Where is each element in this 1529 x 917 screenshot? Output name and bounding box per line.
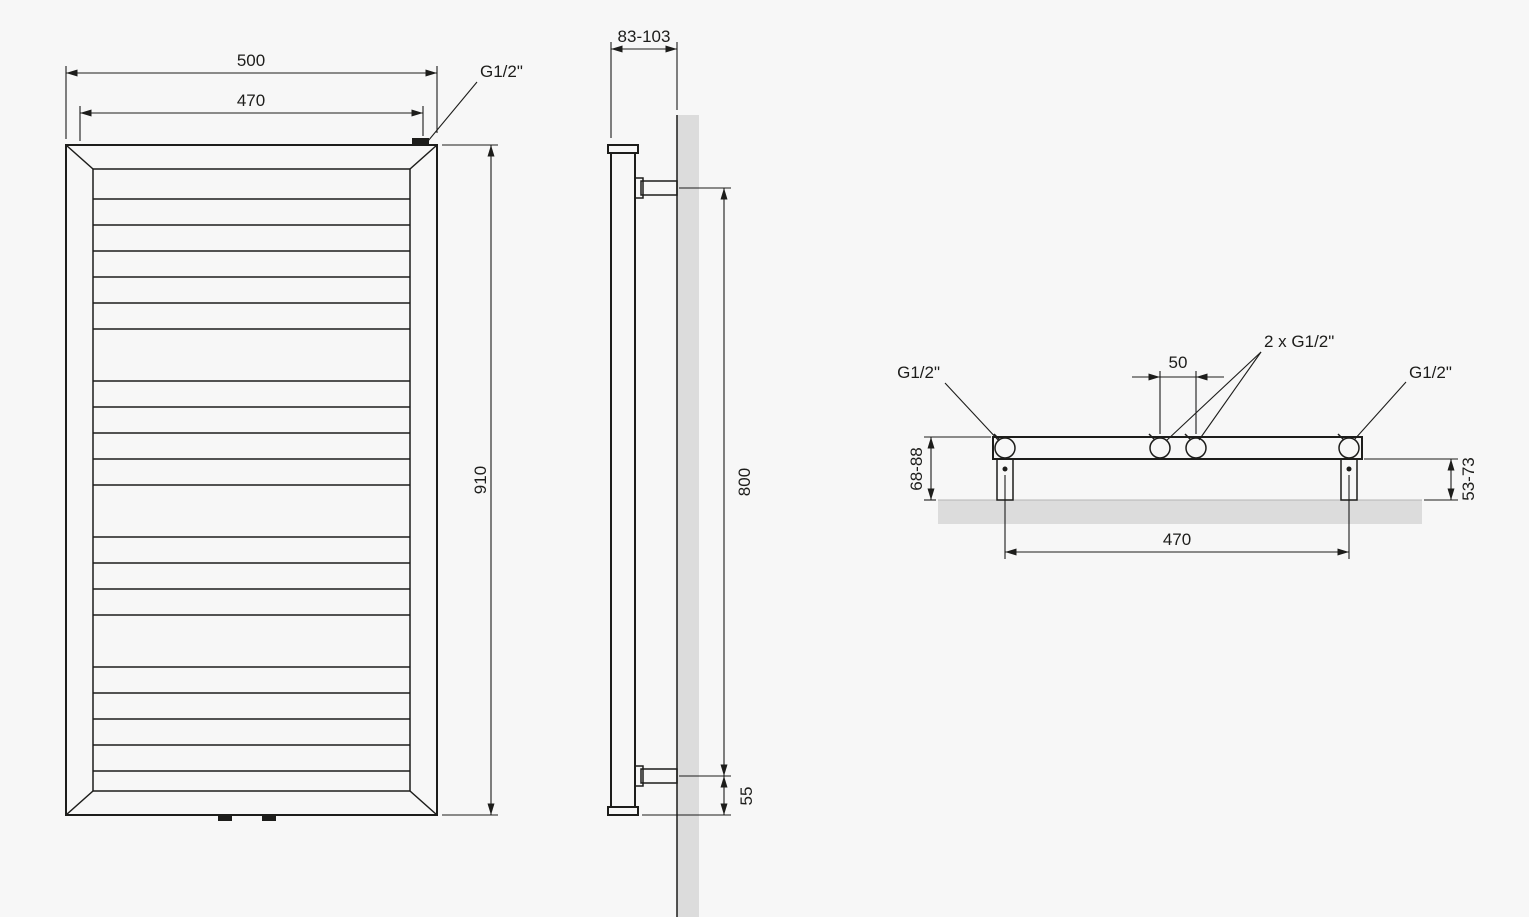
side-view: 83-103 800 55 — [607, 27, 756, 917]
bracket-hole — [1346, 466, 1352, 472]
plan-connection-callout-right: G1/2" — [1353, 363, 1452, 441]
dim-wall-front: 68-88 — [907, 436, 991, 501]
bracket-plate — [634, 177, 644, 199]
foot-right — [262, 815, 276, 821]
bracket-arm — [640, 768, 678, 784]
dim-wall-back: 53-73 — [1364, 457, 1478, 501]
dim-label-depth: 83-103 — [618, 27, 671, 46]
dim-label-bracket-spacing: 470 — [1163, 530, 1191, 549]
front-view: 500 470 G1/2" 910 — [65, 51, 523, 821]
connection-tick — [1337, 433, 1345, 441]
connection-nub — [412, 138, 429, 145]
leader-line — [1198, 351, 1262, 441]
dim-label-bottom-offset: 55 — [737, 787, 756, 806]
connection-circle — [1338, 437, 1360, 459]
plan-connection-callout-left: G1/2" — [897, 363, 1000, 442]
dim-bottom-offset: 55 — [642, 776, 756, 816]
bevel-bottom-left — [65, 790, 94, 816]
wall-band — [938, 500, 1422, 524]
connection-tick — [1148, 433, 1156, 441]
connection-circle — [1185, 437, 1207, 459]
connection-tick — [1184, 433, 1192, 441]
front-connection-callout: G1/2" — [427, 62, 523, 142]
dim-label-connection-spacing: 470 — [237, 91, 265, 110]
profile-top-cap — [607, 144, 639, 154]
leader-line — [427, 81, 478, 142]
leader-line — [944, 382, 1000, 442]
front-slats — [93, 198, 410, 772]
dim-depth: 83-103 — [610, 27, 678, 138]
radiator-plan-body — [992, 436, 1363, 460]
profile-bottom-cap — [607, 806, 639, 816]
bevel-top-left — [65, 144, 94, 170]
dim-label-wall-back: 53-73 — [1459, 457, 1478, 500]
wall-side — [676, 115, 699, 917]
dim-overall-height: 910 — [442, 144, 498, 816]
connection-center-right — [1184, 433, 1207, 459]
plan-left-connection-label: G1/2" — [897, 363, 940, 382]
dim-label-overall-height: 910 — [471, 466, 490, 494]
wall-band — [677, 115, 699, 917]
plan-bar — [992, 436, 1363, 460]
plan-right-connection-label: G1/2" — [1409, 363, 1452, 382]
bevel-bottom-right — [409, 790, 438, 816]
dim-label-bracket-span: 800 — [735, 468, 754, 496]
connection-tick — [993, 433, 1001, 441]
plan-connection-callout-center: 2 x G1/2" — [1165, 332, 1334, 442]
dim-label-overall-width: 500 — [237, 51, 265, 70]
profile-body — [610, 152, 636, 808]
bracket-side-top — [634, 177, 678, 199]
bracket-arm — [640, 180, 678, 196]
dim-overall-width: 500 — [65, 51, 438, 139]
connection-circle — [1149, 437, 1171, 459]
connection-left — [993, 433, 1016, 459]
dim-label-wall-front: 68-88 — [907, 447, 926, 490]
leader-line — [1165, 351, 1262, 442]
radiator-front-body — [65, 138, 438, 821]
bracket-hole — [1002, 466, 1008, 472]
plan-view: G1/2" 2 x G1/2" G1/2" 50 68-88 — [897, 332, 1478, 559]
dim-connection-spacing-front: 470 — [79, 91, 424, 141]
bevel-top-right — [409, 144, 438, 170]
foot-left — [218, 815, 232, 821]
connection-center-left — [1148, 433, 1171, 459]
connection-right — [1337, 433, 1360, 459]
bracket-side-bottom — [634, 765, 678, 787]
front-connection-label: G1/2" — [480, 62, 523, 81]
plan-center-connections-label: 2 x G1/2" — [1264, 332, 1334, 351]
dim-label-center-spacing: 50 — [1169, 353, 1188, 372]
dim-bracket-spacing-plan: 470 — [1004, 475, 1350, 559]
radiator-outer-frame — [65, 144, 438, 816]
bracket-plate — [634, 765, 644, 787]
radiator-inner-frame — [92, 168, 411, 792]
connection-circle — [994, 437, 1016, 459]
dim-center-spacing: 50 — [1132, 353, 1224, 434]
radiator-side-profile — [607, 144, 639, 816]
leader-line — [1353, 381, 1407, 441]
